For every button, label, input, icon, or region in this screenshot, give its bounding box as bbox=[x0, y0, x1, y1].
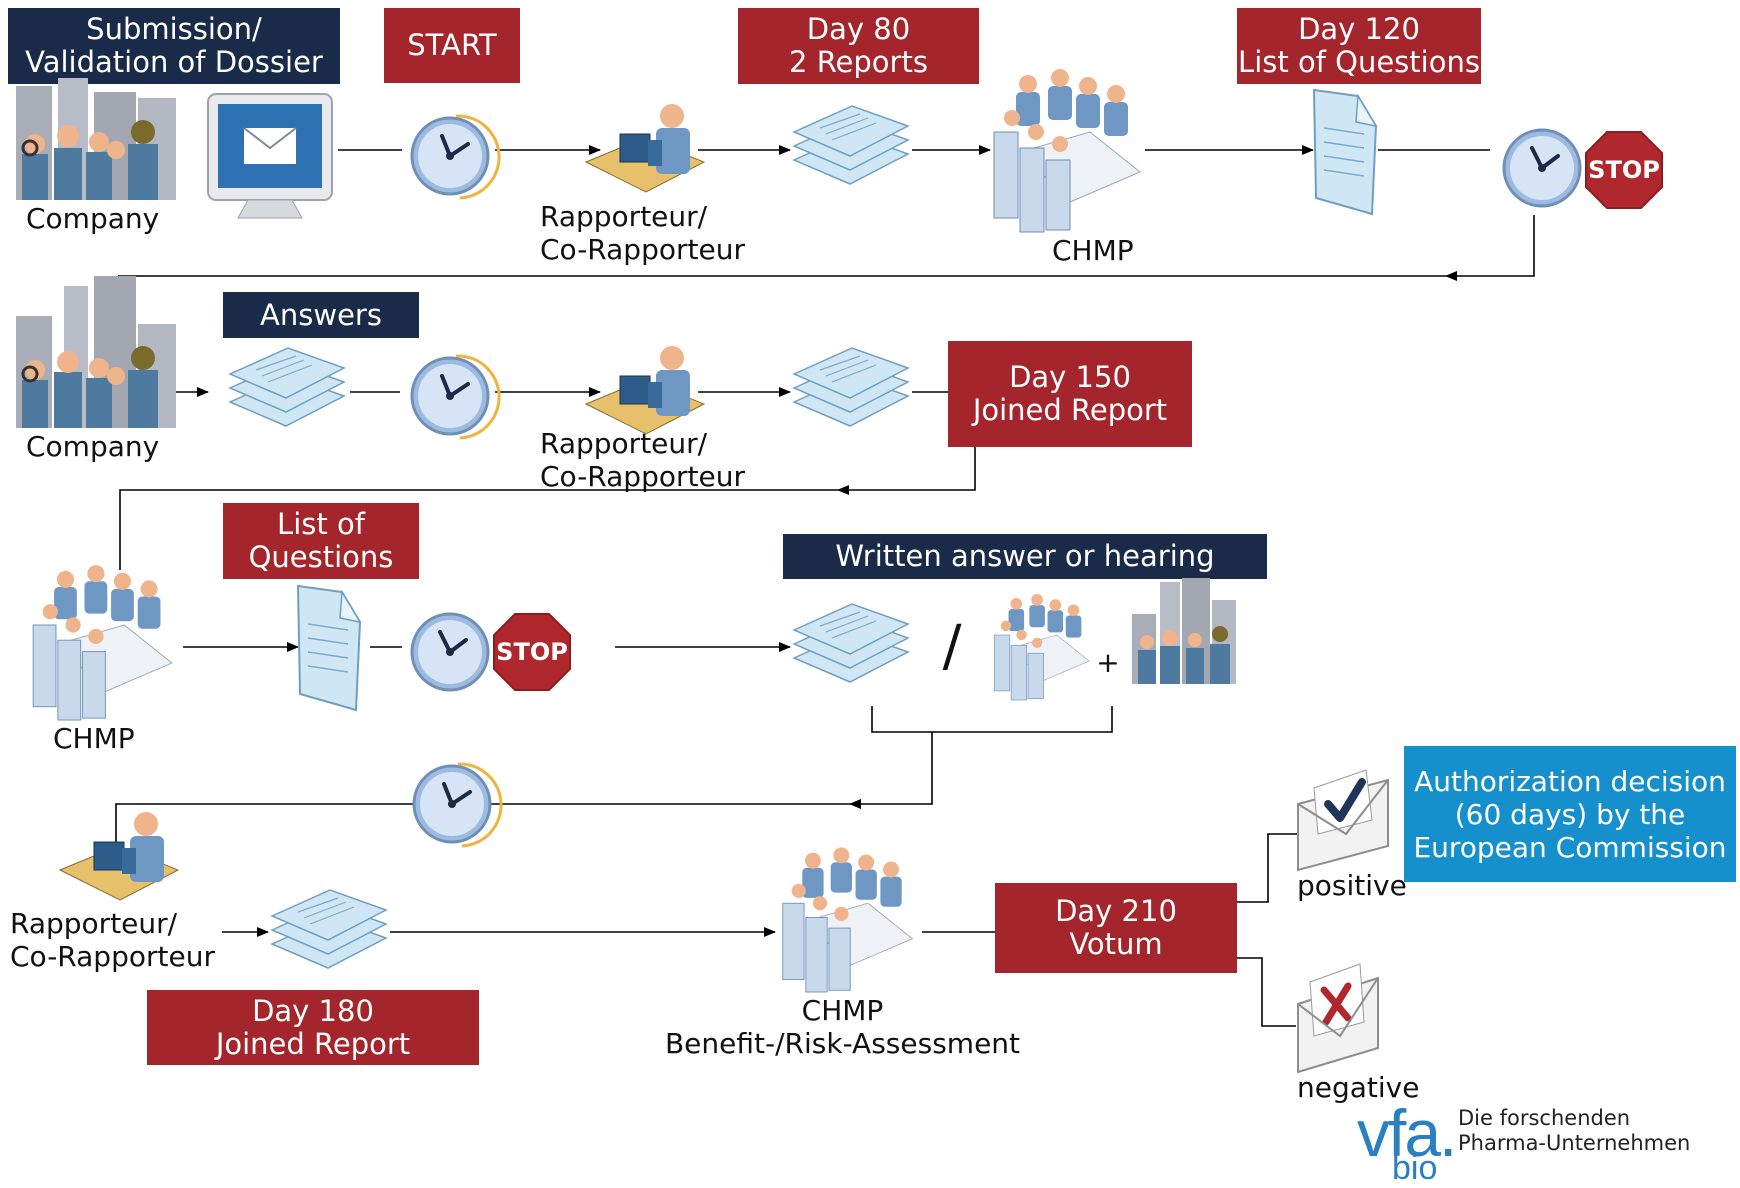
company-label-2: Company bbox=[26, 430, 160, 463]
clock-icon bbox=[410, 760, 503, 850]
envelope-cross-icon bbox=[1296, 956, 1380, 1074]
written-answer-box: Written answer or hearing bbox=[783, 534, 1267, 579]
rapporteur-icon bbox=[584, 342, 706, 442]
chmp-label-2: CHMP bbox=[53, 722, 135, 755]
rapporteur-icon bbox=[584, 100, 706, 200]
day150-box: Day 150 Joined Report bbox=[948, 341, 1192, 447]
document-stack-icon bbox=[268, 888, 390, 972]
clock-icon bbox=[1502, 128, 1582, 208]
vfa-logo-bio: bio bbox=[1392, 1149, 1438, 1187]
stop-sign-icon: STOP bbox=[492, 612, 572, 692]
company-label-1: Company bbox=[26, 202, 160, 235]
document-stack-icon bbox=[790, 602, 912, 686]
chmp-meeting-icon bbox=[990, 69, 1145, 233]
document-stack-icon bbox=[790, 346, 912, 430]
chmp-meeting-icon bbox=[22, 565, 184, 721]
day80-box: Day 80 2 Reports bbox=[738, 8, 979, 84]
vfa-logo: vfa. bbox=[1357, 1096, 1457, 1170]
rapporteur-label-1: Rapporteur/ Co-Rapporteur bbox=[540, 200, 745, 266]
clock-icon bbox=[408, 112, 501, 202]
slash-separator: / bbox=[943, 614, 962, 679]
document-icon bbox=[1312, 88, 1378, 216]
computer-email-icon bbox=[207, 93, 333, 219]
company-icon bbox=[1130, 578, 1236, 684]
svg-text:STOP: STOP bbox=[496, 638, 568, 666]
answers-box: Answers bbox=[223, 292, 419, 338]
start-box: START bbox=[384, 8, 520, 83]
document-icon bbox=[296, 584, 362, 712]
company-icon bbox=[10, 78, 178, 200]
rapporteur-icon bbox=[58, 808, 180, 908]
rapporteur-label-2: Rapporteur/ Co-Rapporteur bbox=[540, 427, 745, 493]
chmp-meeting-icon bbox=[990, 594, 1094, 701]
company-icon bbox=[10, 276, 178, 428]
document-stack-icon bbox=[226, 346, 348, 430]
stop-sign-icon: STOP bbox=[1584, 130, 1664, 210]
negative-label: negative bbox=[1297, 1071, 1420, 1104]
clock-icon bbox=[410, 612, 490, 692]
submission-validation-box: Submission/ Validation of Dossier bbox=[8, 8, 340, 84]
chmp-meeting-icon bbox=[772, 847, 924, 993]
list-of-questions-box: List of Questions bbox=[223, 503, 419, 579]
authorization-decision-box: Authorization decision (60 days) by the … bbox=[1404, 746, 1736, 882]
positive-label: positive bbox=[1297, 869, 1407, 902]
day120-box: Day 120 List of Questions bbox=[1237, 8, 1481, 84]
document-stack-icon bbox=[790, 104, 912, 188]
day180-box: Day 180 Joined Report bbox=[147, 990, 479, 1065]
clock-icon bbox=[408, 352, 501, 442]
chmp-benefit-risk-label: CHMP Benefit-/Risk-Assessment bbox=[664, 994, 1021, 1060]
plus-separator: + bbox=[1096, 646, 1119, 679]
chmp-label-1: CHMP bbox=[1052, 234, 1134, 267]
day210-box: Day 210 Votum bbox=[995, 883, 1237, 973]
rapporteur-label-3: Rapporteur/ Co-Rapporteur bbox=[10, 907, 215, 973]
envelope-check-icon bbox=[1296, 760, 1390, 872]
vfa-logo-tagline: Die forschenden Pharma-Unternehmen bbox=[1458, 1106, 1691, 1155]
svg-text:STOP: STOP bbox=[1588, 156, 1660, 184]
